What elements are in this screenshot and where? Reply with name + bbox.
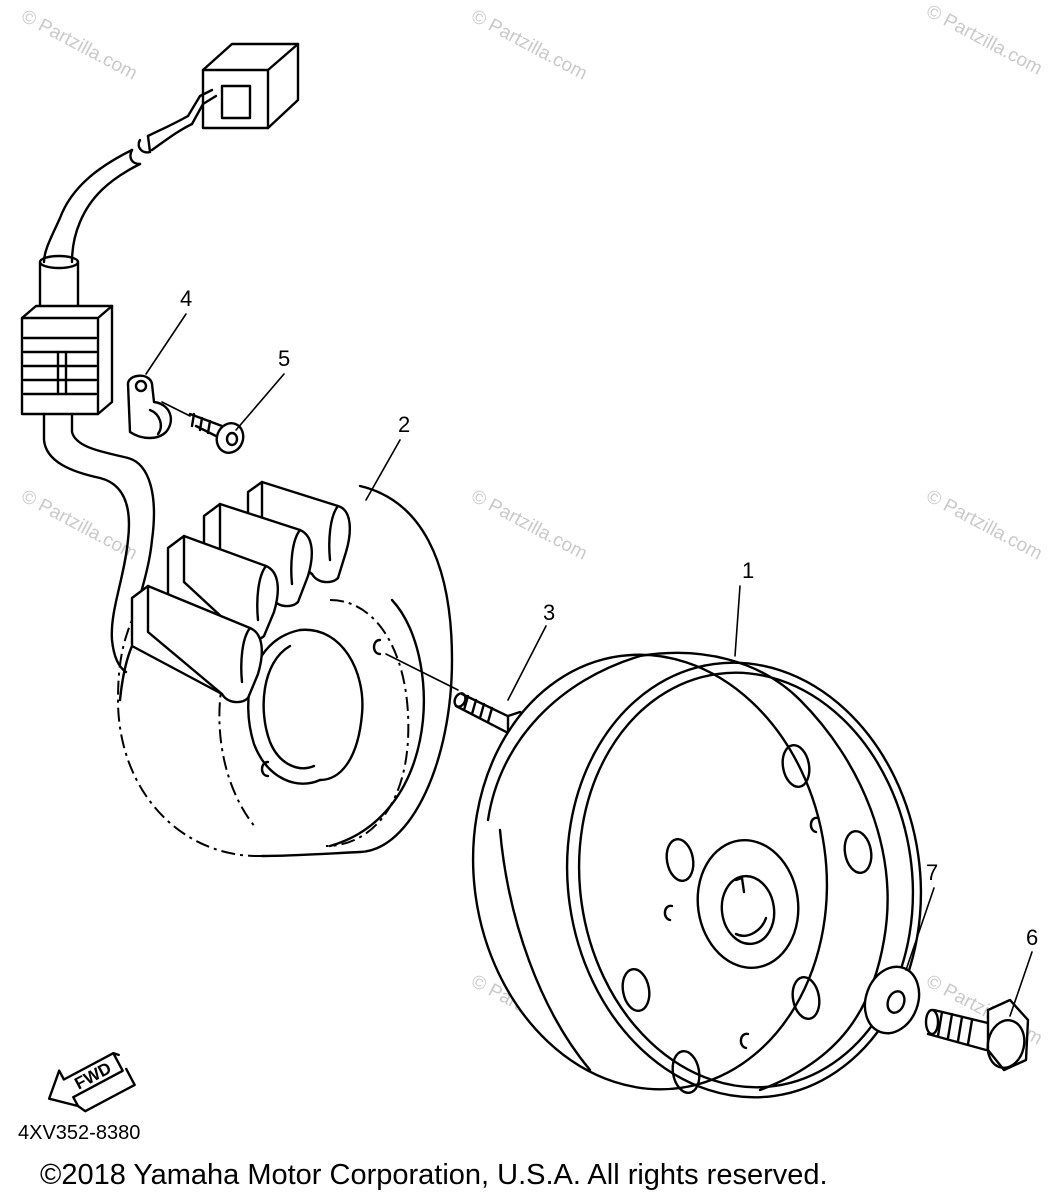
callout-6: 6: [1026, 925, 1038, 950]
drawing-code: 4XV352-8380: [18, 1122, 140, 1144]
callout-2: 2: [398, 412, 410, 437]
watermark: © Partzilla.com: [18, 6, 141, 85]
watermark: © Partzilla.com: [468, 6, 591, 85]
part-6-bolt: [924, 998, 1030, 1072]
watermark: © Partzilla.com: [18, 486, 141, 565]
watermark: © Partzilla.com: [923, 1, 1046, 80]
callout-7: 7: [926, 860, 938, 885]
callout-group: 1 2 3 4 5 6 7: [180, 286, 1038, 950]
part-2-stator: [116, 480, 459, 858]
callout-4: 4: [180, 286, 192, 311]
wire-harness: [20, 42, 300, 674]
part-4-clamp: [126, 374, 173, 440]
copyright-notice: ©2018 Yamaha Motor Corporation, U.S.A. A…: [40, 1159, 828, 1191]
watermark: © Partzilla.com: [923, 486, 1046, 565]
part-7-washer: [863, 965, 921, 1035]
fwd-arrow: FWD: [47, 1052, 136, 1113]
part-1-rotor: [471, 651, 923, 1099]
watermark: © Partzilla.com: [468, 486, 591, 565]
part-5-screw: [161, 401, 245, 454]
callout-3: 3: [543, 600, 555, 625]
callout-5: 5: [278, 346, 290, 371]
leader-lines: [145, 313, 1033, 1017]
callout-1: 1: [742, 558, 754, 583]
fwd-arrow-icon: [47, 1052, 124, 1108]
